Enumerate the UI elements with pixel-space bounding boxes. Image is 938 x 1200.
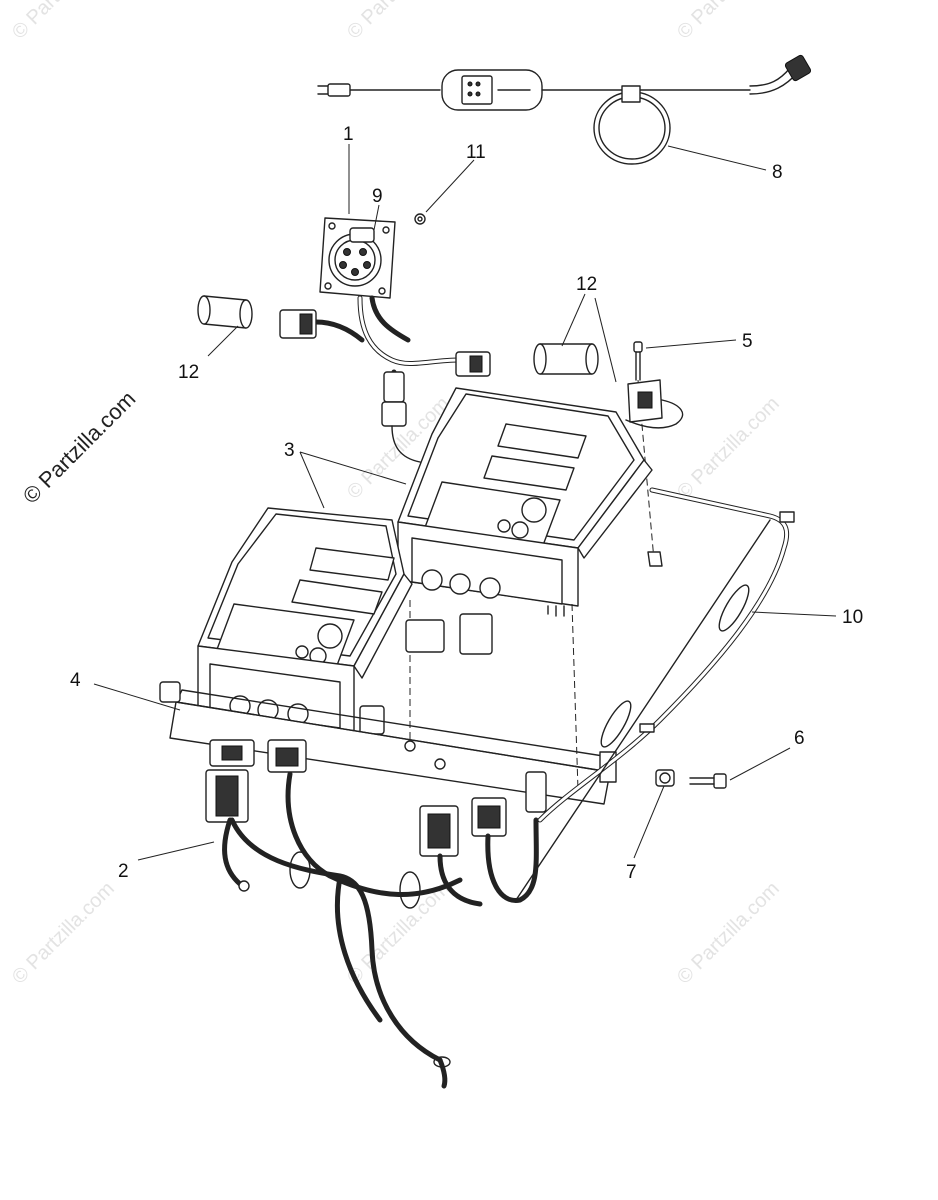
part-charger-front	[197, 507, 413, 735]
callout-2: 2	[118, 861, 129, 882]
part-dc-harness	[222, 771, 539, 1089]
part-inlet-harness	[279, 295, 491, 463]
watermark-tile: © Partzilla.com	[343, 0, 454, 44]
callout-5: 5	[742, 331, 753, 352]
part-ac-harness	[515, 487, 795, 901]
callout-1: 1	[343, 124, 354, 145]
part-spacer-7	[655, 769, 675, 787]
part-charger-back	[397, 387, 653, 617]
callout-labels: 1 2 3 4 5 6 7 8 9 10 11 12 12	[70, 124, 863, 883]
watermark-main: © Partzilla.com	[18, 386, 141, 509]
watermark-tile: © Partzilla.com	[8, 878, 119, 989]
part-bolt-6	[689, 773, 727, 789]
callout-7: 7	[626, 862, 637, 883]
callout-4: 4	[70, 670, 81, 691]
callout-9: 9	[372, 186, 383, 207]
leader-lines	[93, 144, 837, 861]
part-ferrite-right	[533, 343, 599, 375]
part-ferrite-left	[197, 295, 253, 329]
callout-11: 11	[466, 142, 486, 163]
part-connectors	[205, 613, 547, 857]
watermark-tile: © Partzilla.com	[673, 0, 784, 44]
callout-10: 10	[842, 607, 863, 628]
part-nut-11	[414, 213, 426, 225]
watermark-tile: © Partzilla.com	[673, 878, 784, 989]
callout-12-right: 12	[576, 274, 597, 295]
callout-12-left: 12	[178, 362, 199, 383]
watermark-tile: © Partzilla.com	[673, 393, 784, 504]
part-charge-cord	[317, 54, 812, 165]
watermark-tile: © Partzilla.com	[8, 0, 119, 44]
callout-3: 3	[284, 440, 295, 461]
part-charge-inlet	[319, 217, 396, 299]
callout-8: 8	[772, 162, 783, 183]
callout-6: 6	[794, 728, 805, 749]
